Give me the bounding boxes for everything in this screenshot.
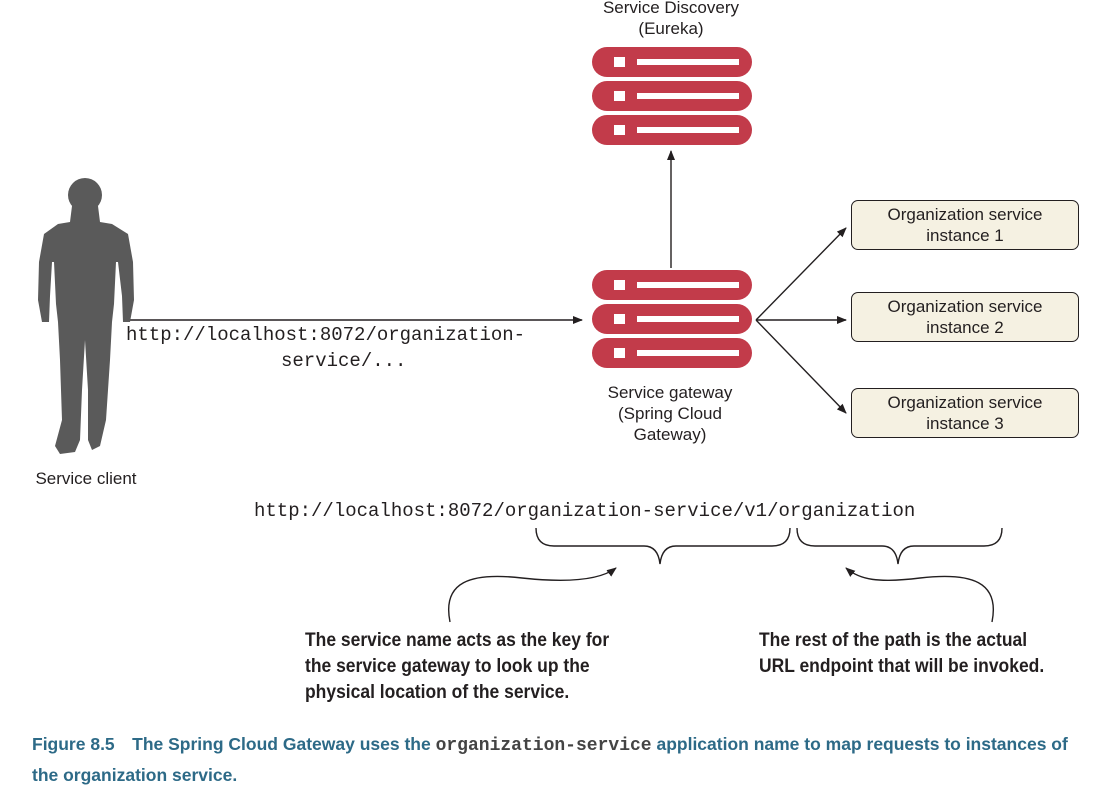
caption-code: organization-service: [435, 736, 652, 756]
discovery-label-line2: (Eureka): [638, 19, 704, 38]
instance-2-line1: Organization service: [887, 297, 1043, 316]
path-note: The rest of the path is the actual URL e…: [759, 628, 1044, 680]
organization-instance-1: Organization service instance 1: [851, 200, 1079, 250]
gateway-label: Service gateway (Spring Cloud Gateway): [580, 382, 760, 445]
request-url-line1: http://localhost:8072/organization-: [126, 324, 526, 346]
gateway-server-icon: [592, 270, 752, 368]
request-url-line2: service/...: [281, 350, 407, 372]
arrow-to-instance-3: [755, 319, 847, 414]
gateway-label-line1: Service gateway: [607, 383, 733, 402]
path-note-line2: URL endpoint that will be invoked.: [759, 656, 1045, 677]
instance-1-line1: Organization service: [887, 205, 1043, 224]
person-icon: [38, 178, 134, 454]
path-note-line1: The rest of the path is the actual: [759, 630, 1028, 651]
gateway-label-line3: Gateway): [633, 425, 707, 444]
instance-1-line2: instance 1: [926, 226, 1004, 245]
service-name-note-line3: physical location of the service.: [305, 682, 570, 703]
full-url: http://localhost:8072/organization-servi…: [254, 500, 916, 522]
instance-2-line2: instance 2: [926, 318, 1004, 337]
left-note-pointer: [448, 567, 617, 623]
service-name-brace: [535, 527, 791, 565]
right-note-pointer: [845, 567, 994, 623]
discovery-label: Service Discovery (Eureka): [560, 0, 782, 39]
service-name-note-line2: the service gateway to look up the: [305, 656, 590, 677]
organization-instance-3: Organization service instance 3: [851, 388, 1079, 438]
figure-caption: Figure 8.5 The Spring Cloud Gateway uses…: [32, 730, 1082, 790]
discovery-server-icon: [592, 47, 752, 145]
client-label: Service client: [35, 469, 137, 488]
instance-3-line1: Organization service: [887, 393, 1043, 412]
arrow-to-instance-1: [755, 227, 847, 321]
caption-prefix: Figure 8.5 The Spring Cloud Gateway uses…: [32, 734, 436, 754]
instance-3-line2: instance 3: [926, 414, 1004, 433]
service-name-note: The service name acts as the key for the…: [305, 628, 609, 706]
gateway-label-line2: (Spring Cloud: [618, 404, 722, 423]
organization-instance-2: Organization service instance 2: [851, 292, 1079, 342]
service-name-note-line1: The service name acts as the key for: [305, 630, 610, 651]
discovery-label-line1: Service Discovery: [602, 0, 740, 17]
path-brace: [796, 527, 1003, 565]
caption-suffix: application name to map requests to inst…: [32, 734, 1068, 785]
